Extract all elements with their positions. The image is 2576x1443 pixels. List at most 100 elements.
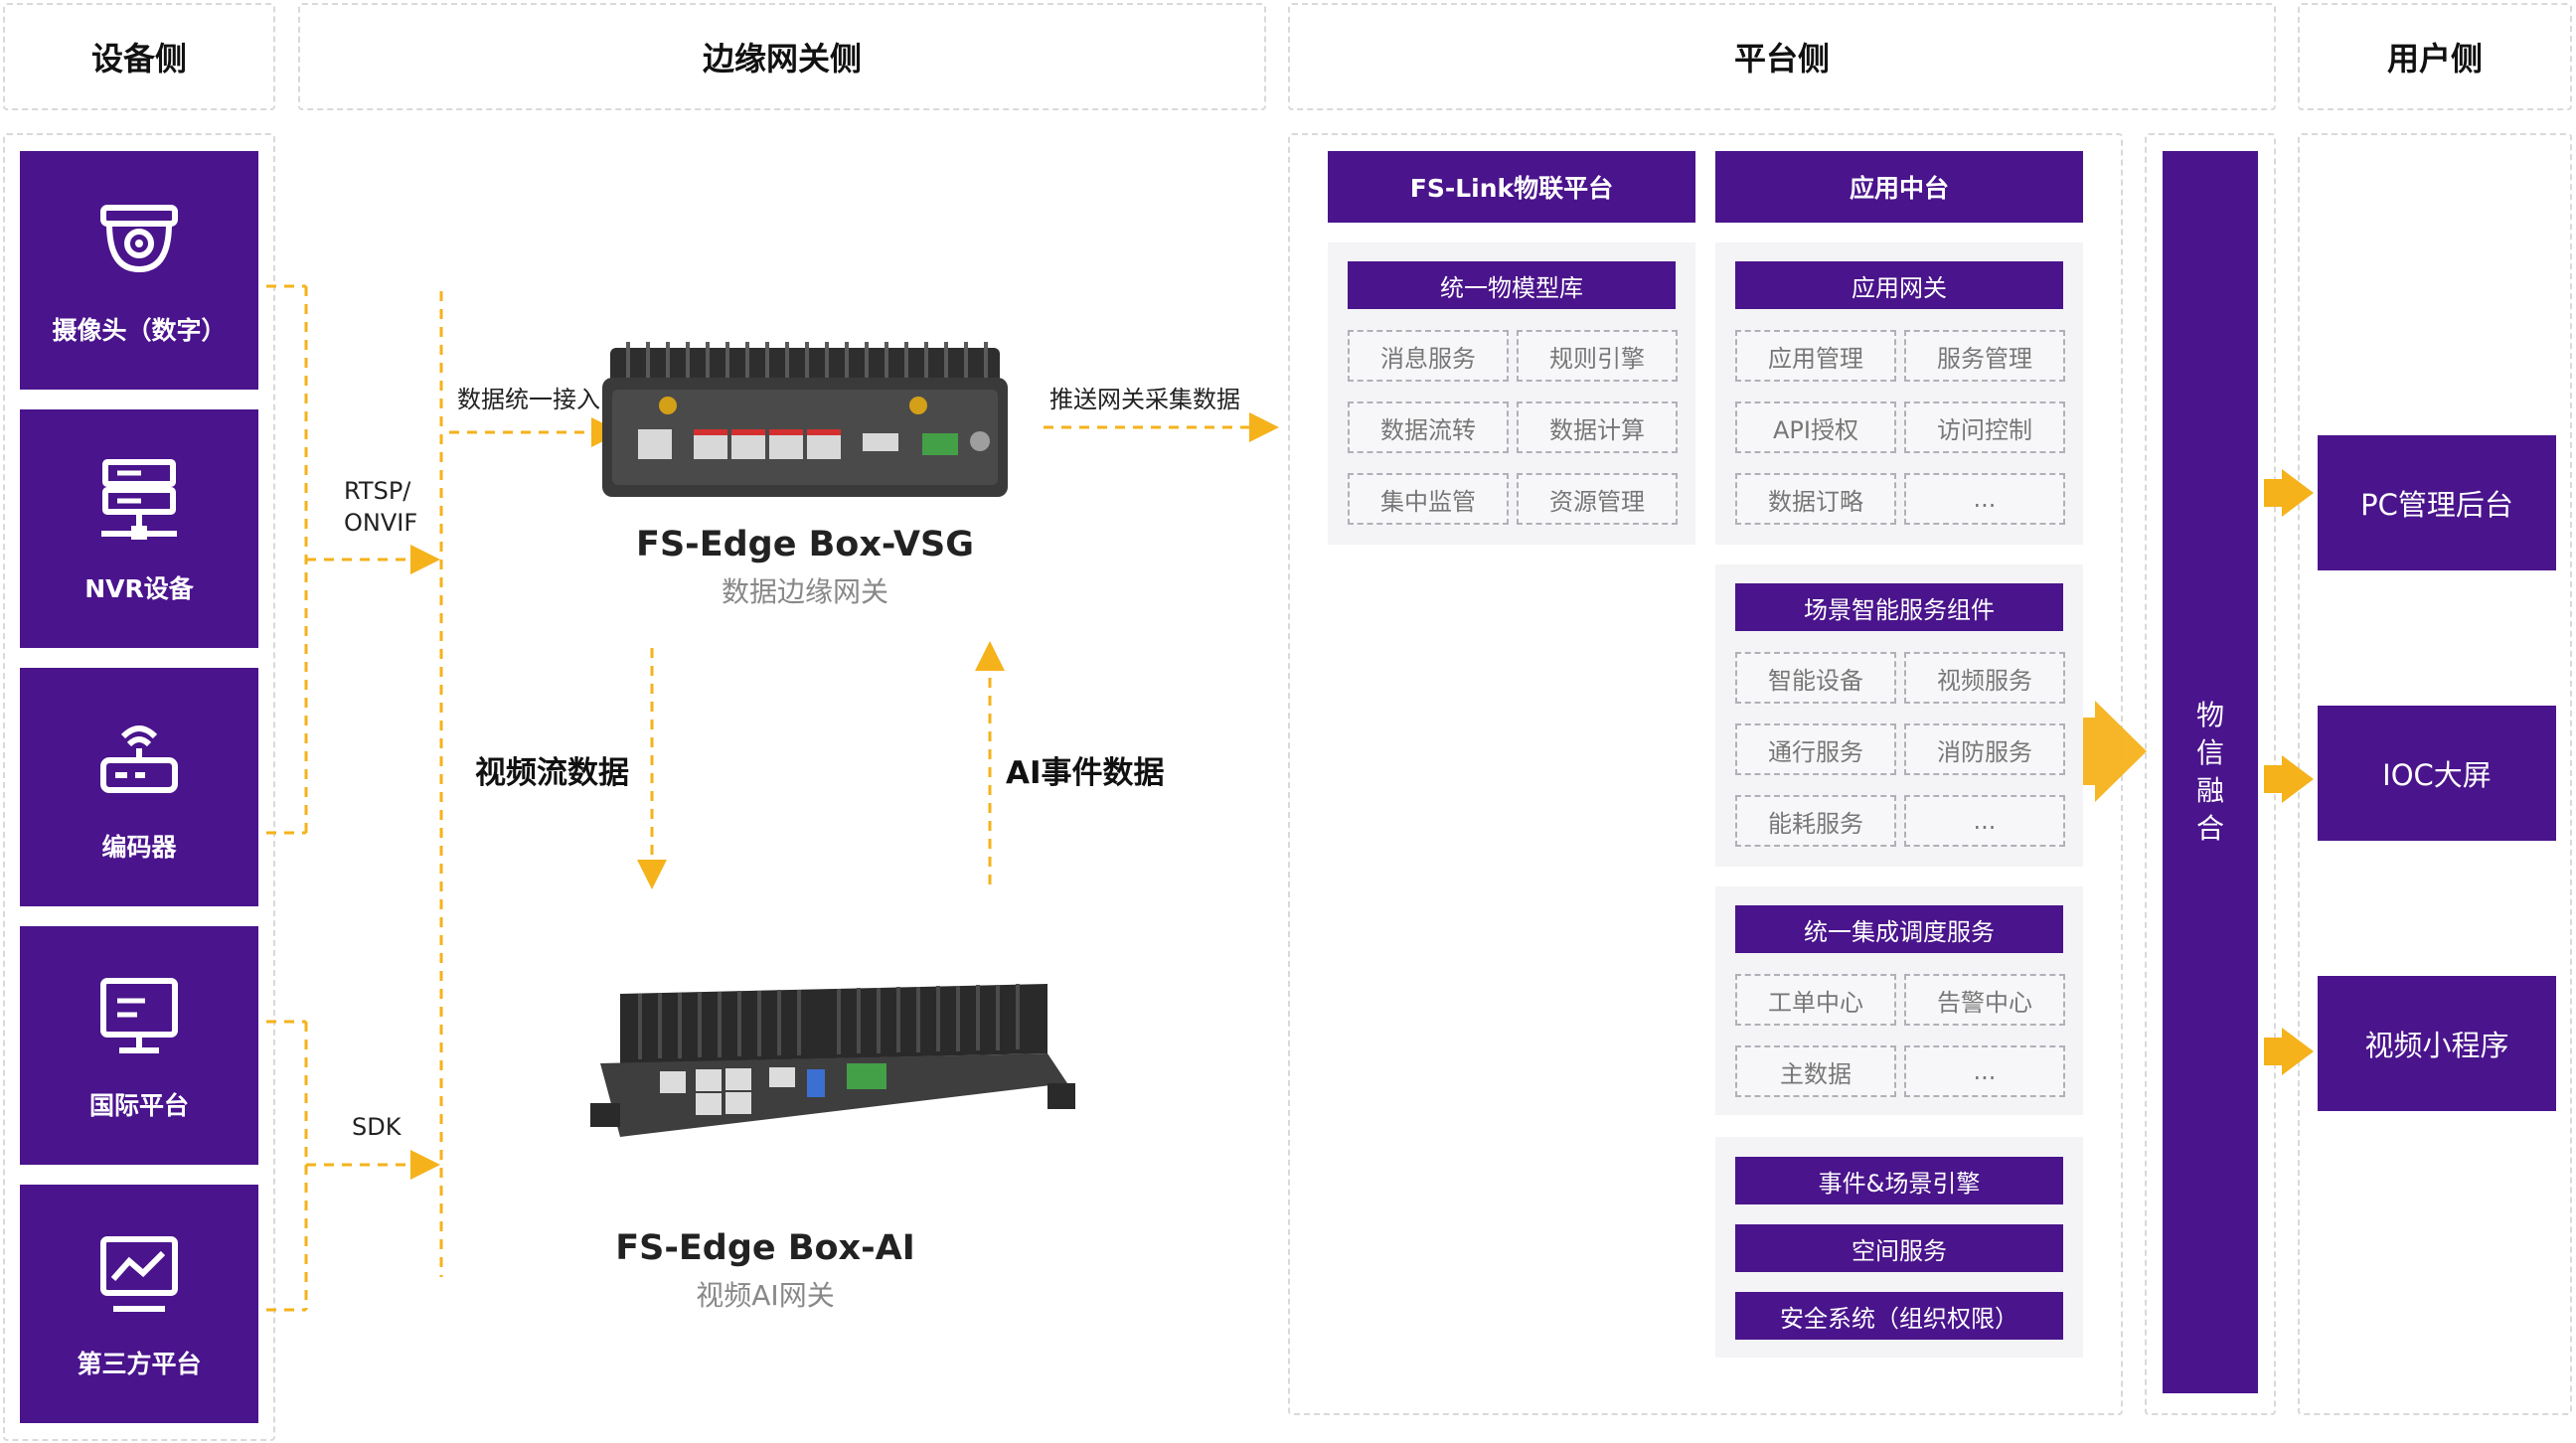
vsg-device-title: FS-Edge Box-VSG <box>636 525 974 564</box>
device-label: 摄像头（数字） <box>52 316 227 345</box>
dispatch-item-label: ... <box>1973 1057 1997 1085</box>
gateway-item[interactable]: 访问控制 <box>1904 401 2065 453</box>
fslink-platform-header[interactable]: FS-Link物联平台 <box>1328 151 1695 223</box>
dome-camera-icon <box>100 205 178 273</box>
fslink-item[interactable]: 规则引擎 <box>1517 330 1678 382</box>
fslink-item-label: 资源管理 <box>1549 487 1645 516</box>
device-label: NVR设备 <box>84 574 194 603</box>
gateway-item-label: 访问控制 <box>1937 415 2032 444</box>
device-nvr[interactable]: NVR设备 <box>20 409 258 648</box>
user-label: IOC大屏 <box>2382 758 2492 792</box>
engine-label: 空间服务 <box>1852 1236 1947 1265</box>
gateway-item-label: ... <box>1973 485 1997 513</box>
gateway-item-label: 数据订略 <box>1768 487 1863 516</box>
scene-item[interactable]: 通行服务 <box>1735 723 1896 775</box>
device-encoder[interactable]: 编码器 <box>20 668 258 906</box>
scene-service-components[interactable]: 场景智能服务组件 <box>1735 583 2063 631</box>
scene-label: 场景智能服务组件 <box>1804 595 1995 624</box>
ai-device-title: FS-Edge Box-AI <box>615 1228 915 1268</box>
video-stream-label: 视频流数据 <box>475 755 629 791</box>
engine-label: 事件&场景引擎 <box>1818 1169 1981 1198</box>
dispatch-item-label: 主数据 <box>1780 1059 1852 1088</box>
scene-item-label: 能耗服务 <box>1768 809 1863 838</box>
gateway-item[interactable]: 应用管理 <box>1735 330 1896 382</box>
data-access-label: 数据统一接入 <box>457 386 600 413</box>
gateway-item[interactable]: 服务管理 <box>1904 330 2065 382</box>
fusion-char: 融 <box>2195 774 2224 807</box>
dispatch-item[interactable]: 工单中心 <box>1735 974 1896 1026</box>
fslink-sub-label: 统一物模型库 <box>1440 273 1583 302</box>
device-intl-platform[interactable]: 国际平台 <box>20 926 258 1165</box>
scene-item-label: ... <box>1973 807 1997 835</box>
dispatch-item-label: 工单中心 <box>1768 988 1863 1017</box>
device-third-party[interactable]: 第三方平台 <box>20 1185 258 1423</box>
scene-item-label: 消防服务 <box>1937 737 2032 766</box>
fslink-model-library[interactable]: 统一物模型库 <box>1348 261 1676 309</box>
fslink-item-label: 数据流转 <box>1380 415 1476 444</box>
app-center-header[interactable]: 应用中台 <box>1715 151 2083 223</box>
fslink-item[interactable]: 数据计算 <box>1517 401 1678 453</box>
fslink-item-label: 集中监管 <box>1380 487 1476 516</box>
fslink-item-label: 规则引擎 <box>1549 344 1645 373</box>
fslink-header-label: FS-Link物联平台 <box>1409 174 1614 203</box>
column-header-user: 用户侧 <box>2298 3 2572 110</box>
user-pc-admin[interactable]: PC管理后台 <box>2318 435 2556 570</box>
column-title-user: 用户侧 <box>2386 40 2483 78</box>
vsg-device-image <box>602 342 1008 497</box>
scene-item-label: 智能设备 <box>1768 666 1863 695</box>
device-column <box>3 133 275 1441</box>
gateway-item-label: 应用管理 <box>1768 344 1863 373</box>
dispatch-item[interactable]: ... <box>1904 1045 2065 1097</box>
fslink-item[interactable]: 集中监管 <box>1348 473 1509 525</box>
engine-label: 安全系统（组织权限） <box>1780 1304 2018 1333</box>
gateway-item[interactable]: API授权 <box>1735 401 1896 453</box>
user-video-miniapp[interactable]: 视频小程序 <box>2318 976 2556 1111</box>
scene-item[interactable]: 智能设备 <box>1735 652 1896 704</box>
protocol-label-rtsp: RTSP/ <box>344 477 411 505</box>
protocol-label-onvif: ONVIF <box>344 509 418 537</box>
scene-item[interactable]: 消防服务 <box>1904 723 2065 775</box>
user-label: 视频小程序 <box>2364 1029 2509 1062</box>
user-ioc-screen[interactable]: IOC大屏 <box>2318 706 2556 841</box>
app-center-header-label: 应用中台 <box>1849 174 1949 203</box>
device-label: 第三方平台 <box>77 1350 202 1378</box>
vsg-device-subtitle: 数据边缘网关 <box>721 575 888 608</box>
security-system[interactable]: 安全系统（组织权限） <box>1735 1292 2063 1340</box>
space-service[interactable]: 空间服务 <box>1735 1224 2063 1272</box>
column-header-device: 设备侧 <box>3 3 275 110</box>
chart-monitor-icon <box>100 1236 178 1312</box>
gateway-item[interactable]: ... <box>1904 473 2065 525</box>
fusion-bar: 物 信 融 合 <box>2163 151 2258 1393</box>
app-gateway[interactable]: 应用网关 <box>1735 261 2063 309</box>
fslink-item[interactable]: 消息服务 <box>1348 330 1509 382</box>
dispatch-label: 统一集成调度服务 <box>1804 917 1995 946</box>
push-data-label: 推送网关采集数据 <box>1049 386 1240 413</box>
column-title-edge: 边缘网关侧 <box>702 40 862 78</box>
column-header-edge: 边缘网关侧 <box>298 3 1266 110</box>
scene-item[interactable]: 视频服务 <box>1904 652 2065 704</box>
router-encoder-icon <box>100 725 178 793</box>
scene-item-label: 通行服务 <box>1768 737 1863 766</box>
gateway-item-label: API授权 <box>1773 415 1858 444</box>
fslink-item[interactable]: 数据流转 <box>1348 401 1509 453</box>
fslink-item[interactable]: 资源管理 <box>1517 473 1678 525</box>
nvr-server-icon <box>101 459 177 540</box>
ai-device-image <box>590 984 1075 1137</box>
scene-item[interactable]: ... <box>1904 795 2065 847</box>
scene-item-label: 视频服务 <box>1937 666 2032 695</box>
fusion-char: 合 <box>2195 812 2224 845</box>
column-title-platform: 平台侧 <box>1733 40 1830 78</box>
scene-item[interactable]: 能耗服务 <box>1735 795 1896 847</box>
column-title-device: 设备侧 <box>90 40 187 78</box>
dispatch-item[interactable]: 告警中心 <box>1904 974 2065 1026</box>
event-scene-engine[interactable]: 事件&场景引擎 <box>1735 1157 2063 1204</box>
user-label: PC管理后台 <box>2360 488 2513 522</box>
dispatch-service[interactable]: 统一集成调度服务 <box>1735 905 2063 953</box>
gateway-item-label: 服务管理 <box>1937 344 2032 373</box>
fusion-char: 信 <box>2195 736 2224 769</box>
gateway-item[interactable]: 数据订略 <box>1735 473 1896 525</box>
device-camera[interactable]: 摄像头（数字） <box>20 151 258 390</box>
dispatch-item[interactable]: 主数据 <box>1735 1045 1896 1097</box>
column-header-platform: 平台侧 <box>1288 3 2276 110</box>
app-gateway-label: 应用网关 <box>1852 273 1947 302</box>
